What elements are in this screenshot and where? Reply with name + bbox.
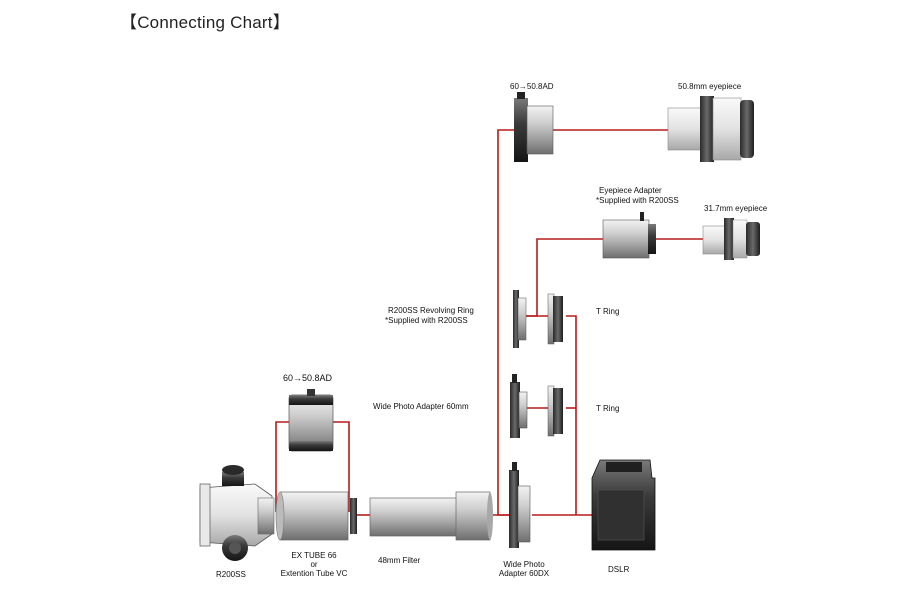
label-revolving-ring-1: R200SS Revolving Ring: [388, 306, 474, 315]
label-eyepiece-adapter-1: Eyepiece Adapter: [599, 186, 662, 195]
label-ex-tube-2: or: [310, 560, 318, 569]
label-dslr: DSLR: [608, 565, 630, 574]
connector-main-vertical: [497, 129, 515, 516]
label-eyepiece-adapter-2: *Supplied with R200SS: [596, 196, 679, 205]
r200ss-focuser: [199, 465, 275, 561]
label-revolving-ring-2: *Supplied with R200SS: [385, 316, 468, 325]
adapter-60-508-top: [514, 92, 554, 162]
extension-tube-long: [369, 491, 493, 541]
label-adapter-left: 60→50.8AD: [283, 373, 333, 383]
adapter-60-508-left: [288, 389, 334, 452]
filter-48mm: [350, 498, 357, 534]
page-title: 【Connecting Chart】: [120, 13, 290, 32]
dslr-camera: [591, 459, 656, 551]
label-r200ss: R200SS: [216, 570, 246, 579]
label-wide-photo-60dx-2: Adapter 60DX: [498, 569, 550, 578]
eyepiece-317mm: [702, 218, 760, 260]
eyepiece-508mm: [667, 96, 754, 162]
label-eyepiece-508: 50.8mm eyepiece: [678, 82, 742, 91]
wide-photo-adapter-60mm: [510, 374, 528, 438]
connector-tring-dslr: [566, 315, 577, 515]
label-filter: 48mm Filter: [378, 556, 421, 565]
label-wide-photo-60: Wide Photo Adapter 60mm: [373, 402, 469, 411]
label-adapter-top: 60→50.8AD: [510, 82, 554, 91]
revolving-ring: [513, 290, 527, 348]
t-ring-1: [547, 293, 563, 345]
label-t-ring-1: T Ring: [596, 307, 620, 316]
label-t-ring-2: T Ring: [596, 404, 620, 413]
eyepiece-adapter: [602, 212, 656, 259]
connector-lines: [275, 129, 703, 516]
label-wide-photo-60dx-1: Wide Photo: [503, 560, 545, 569]
label-ex-tube-3: Extention Tube VC: [280, 569, 348, 578]
connector-adapter-left: [275, 421, 289, 512]
label-ex-tube-1: EX TUBE 66: [291, 551, 337, 560]
connector-adapter-left-right: [332, 421, 350, 512]
wide-photo-adapter-60dx: [509, 462, 531, 548]
label-eyepiece-317: 31.7mm eyepiece: [704, 204, 768, 213]
ex-tube: [275, 491, 349, 541]
t-ring-2: [547, 385, 563, 437]
